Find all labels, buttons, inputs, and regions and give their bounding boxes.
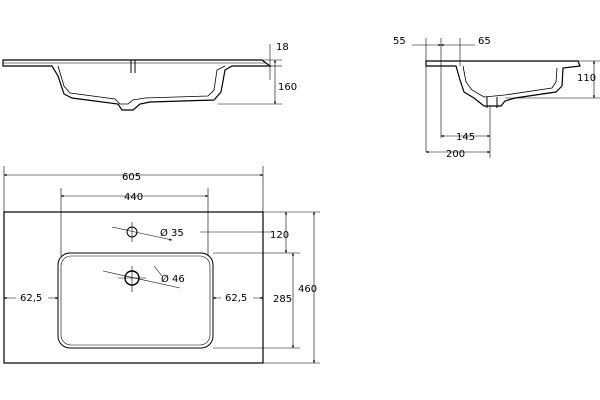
section-view-inner [462, 65, 558, 98]
top-view-bowl-inner [60, 255, 211, 346]
top-view-dim-285-bg [272, 291, 292, 304]
section-view: 55 65 110 145 200 [393, 36, 600, 160]
top-view-dim-605-label: 605 [122, 172, 141, 183]
top-view-dim-62-5-left-bg [16, 289, 48, 302]
top-view: 605 440 Ø 35 Ø 46 62,5 62,5 120 [3, 166, 320, 364]
top-view-dim-62-5-right-label: 62,5 [225, 293, 247, 304]
section-view-dim-200-label: 200 [446, 149, 465, 160]
section-view-outline [425, 60, 581, 107]
side-view-dim-160-label: 160 [278, 82, 297, 93]
top-view-dim-62-5-right-bg [221, 289, 253, 302]
section-view-dim-145-label: 145 [456, 132, 475, 143]
side-view-inner-bowl [57, 65, 226, 105]
top-view-dim-120-label: 120 [270, 230, 289, 241]
top-view-dim-62-5-left-label: 62,5 [20, 293, 42, 304]
tap-hole-label: Ø 35 [160, 227, 184, 239]
section-view-dim-55-label: 55 [393, 36, 406, 47]
side-view-outline [2, 59, 272, 111]
top-view-dim-285-label: 285 [273, 294, 292, 305]
tap-hole-leader [111, 226, 173, 241]
drain-hole-label: Ø 46 [161, 273, 185, 285]
top-view-bowl [57, 252, 214, 349]
top-view-dim-440-label: 440 [124, 192, 143, 203]
drain-hole-leader [102, 270, 181, 289]
section-view-dim-65-label: 65 [478, 36, 491, 47]
section-view-dim-110-label: 110 [577, 73, 596, 84]
side-view: 18 160 [2, 42, 297, 111]
drain-hole-leader-tick [153, 265, 163, 277]
top-view-dim-460-label: 460 [298, 284, 317, 295]
side-view-dim-18-label: 18 [276, 42, 289, 53]
top-view-outline [3, 211, 264, 364]
